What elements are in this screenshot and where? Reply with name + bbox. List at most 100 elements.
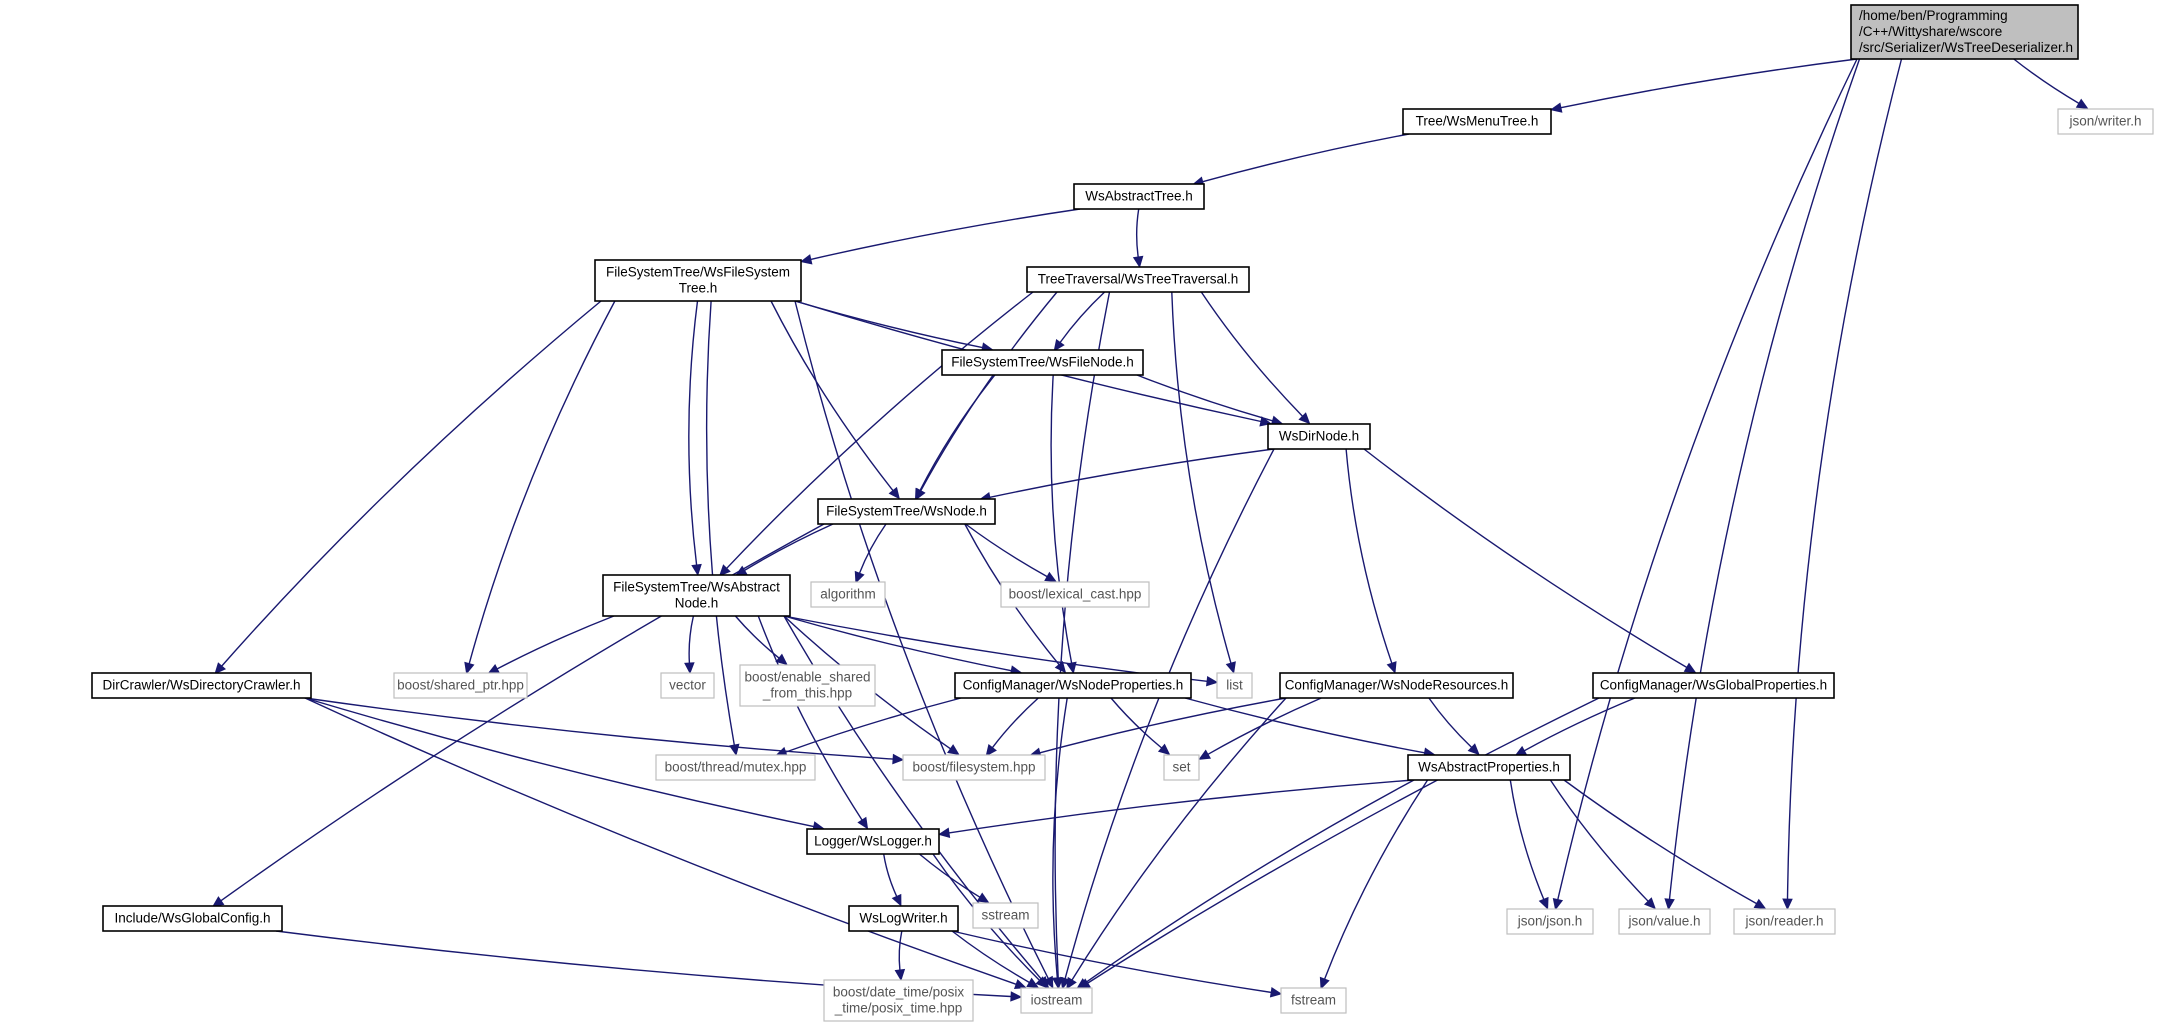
node-label: _from_this.hpp: [762, 686, 852, 701]
node-box: [1280, 987, 1347, 1014]
node-box: [1073, 183, 1205, 210]
node-box: [817, 498, 996, 525]
edge-line: [304, 697, 894, 760]
node-box: [954, 672, 1192, 699]
edge-ws_global_properties-to-ws_abstract_properties: [1514, 697, 1636, 757]
edge-ws_file_system_tree-to-dir_crawler: [214, 300, 602, 675]
node-label: vector: [669, 678, 706, 693]
edge-line: [810, 208, 1081, 261]
node-box: [1733, 908, 1836, 935]
node-label: TreeTraversal/WsTreeTraversal.h: [1038, 272, 1239, 287]
arrowhead-icon: [718, 564, 731, 577]
edge-ws_log_writer-to-fstream: [951, 930, 1283, 998]
edge-ws_dir_node-to-iostream: [1060, 448, 1275, 990]
node-box: [660, 672, 715, 699]
node-ws-log-writer[interactable]: WsLogWriter.h: [848, 905, 959, 932]
edge-line: [965, 523, 1048, 578]
edge-line: [1560, 58, 1858, 109]
node-label: Include/WsGlobalConfig.h: [114, 911, 270, 926]
node-json-json: json/json.h: [1506, 908, 1594, 935]
edge-line: [991, 697, 1039, 749]
node-ws-menu-tree[interactable]: Tree/WsMenuTree.h: [1402, 108, 1552, 135]
edge-ws_tree_deserializer-to-json_writer: [2013, 58, 2089, 110]
edge-line: [783, 615, 1012, 672]
node-label: WsLogWriter.h: [859, 911, 947, 926]
node-box: [739, 664, 876, 707]
node-label: boost/lexical_cast.hpp: [1009, 587, 1142, 602]
edge-ws_abstract_node-to-ws_logger: [757, 615, 869, 830]
node-iostream: iostream: [1020, 987, 1093, 1014]
edge-line: [794, 300, 1049, 979]
edge-line: [1523, 697, 1636, 752]
node-ws-abstract-properties[interactable]: WsAbstractProperties.h: [1407, 754, 1571, 781]
edge-ws_abstract_properties-to-json_json: [1509, 779, 1549, 910]
arrowhead-icon: [1198, 749, 1212, 760]
arrowhead-icon: [1386, 661, 1397, 674]
node-label: ConfigManager/WsGlobalProperties.h: [1600, 678, 1827, 693]
node-dir-crawler[interactable]: DirCrawler/WsDirectoryCrawler.h: [91, 672, 312, 699]
edge-line: [1200, 291, 1304, 417]
node-label: Node.h: [675, 596, 719, 611]
edge-line: [1084, 779, 1415, 984]
node-ws-node[interactable]: FileSystemTree/WsNode.h: [817, 498, 996, 525]
node-label: list: [1226, 678, 1243, 693]
node-boost-enable-shared: boost/enable_shared_from_this.hpp: [739, 664, 876, 707]
edge-line: [1363, 448, 1688, 669]
edge-line: [794, 300, 983, 349]
node-ws-dir-node[interactable]: WsDirNode.h: [1267, 423, 1371, 450]
arrowhead-icon: [1319, 976, 1330, 990]
edge-line: [2013, 58, 2080, 105]
node-label: boost/enable_shared: [744, 670, 870, 685]
node-ws-tree-deserializer: /home/ben/Programming/C++/Wittyshare/wsc…: [1850, 4, 2079, 60]
node-json-value: json/value.h: [1618, 908, 1711, 935]
node-ws-node-properties[interactable]: ConfigManager/WsNodeProperties.h: [954, 672, 1192, 699]
edge-ws_abstract_tree-to-ws_file_system_tree: [799, 208, 1081, 265]
node-label: Tree/WsMenuTree.h: [1416, 114, 1539, 129]
edge-ws_node_resources-to-iostream: [1066, 697, 1287, 990]
arrowhead-icon: [1060, 976, 1071, 990]
edge-line: [948, 779, 1415, 834]
edge-ws_node-to-boost_lexical_cast: [965, 523, 1057, 583]
edge-line: [688, 300, 699, 566]
node-box: [941, 349, 1144, 376]
node-label: ConfigManager/WsNodeProperties.h: [963, 678, 1184, 693]
arrowhead-icon: [947, 744, 960, 756]
node-ws-file-node[interactable]: FileSystemTree/WsFileNode.h: [941, 349, 1144, 376]
edge-ws_file_node-to-ws_node: [914, 374, 996, 501]
node-boost-thread-mutex: boost/thread/mutex.hpp: [655, 754, 816, 781]
node-boost-filesystem: boost/filesystem.hpp: [902, 754, 1046, 781]
edge-line: [1563, 779, 1757, 905]
edge-ws_abstract_properties-to-json_value: [1549, 779, 1656, 910]
node-ws-abstract-tree[interactable]: WsAbstractTree.h: [1073, 183, 1205, 210]
edge-ws_tree_traversal-to-list: [1171, 291, 1236, 674]
arrowhead-icon: [1051, 977, 1063, 990]
node-ws-global-properties[interactable]: ConfigManager/WsGlobalProperties.h: [1592, 672, 1835, 699]
node-ws-global-config[interactable]: Include/WsGlobalConfig.h: [102, 905, 283, 932]
edge-line: [688, 615, 695, 664]
node-box: [91, 672, 312, 699]
node-ws-logger[interactable]: Logger/WsLogger.h: [806, 828, 940, 855]
arrowhead-icon: [1054, 660, 1067, 674]
arrowhead-icon: [1269, 987, 1283, 998]
node-ws-node-resources[interactable]: ConfigManager/WsNodeResources.h: [1279, 672, 1514, 699]
edge-ws_dir_node-to-ws_node_resources: [1345, 448, 1397, 674]
node-label: WsAbstractTree.h: [1085, 189, 1193, 204]
node-ws-tree-traversal[interactable]: TreeTraversal/WsTreeTraversal.h: [1026, 266, 1250, 293]
edge-ws_node_resources-to-ws_abstract_properties: [1428, 697, 1480, 756]
node-label: /C++/Wittyshare/wscore: [1859, 24, 2002, 39]
edge-line: [1549, 779, 1649, 902]
arrowhead-icon: [684, 662, 695, 675]
node-label: algorithm: [820, 587, 876, 602]
edge-line: [468, 300, 616, 664]
node-boost-lexical-cast: boost/lexical_cast.hpp: [1000, 581, 1150, 608]
node-box: [1506, 908, 1594, 935]
node-sstream: sstream: [972, 902, 1039, 929]
arrowhead-icon: [1026, 977, 1040, 988]
edge-ws_node_properties-to-boost_filesystem: [985, 697, 1039, 757]
arrowhead-icon: [891, 893, 902, 907]
edge-ws_dir_node-to-ws_global_properties: [1363, 448, 1697, 674]
arrowhead-icon: [1467, 743, 1480, 756]
edge-line: [1428, 697, 1473, 748]
